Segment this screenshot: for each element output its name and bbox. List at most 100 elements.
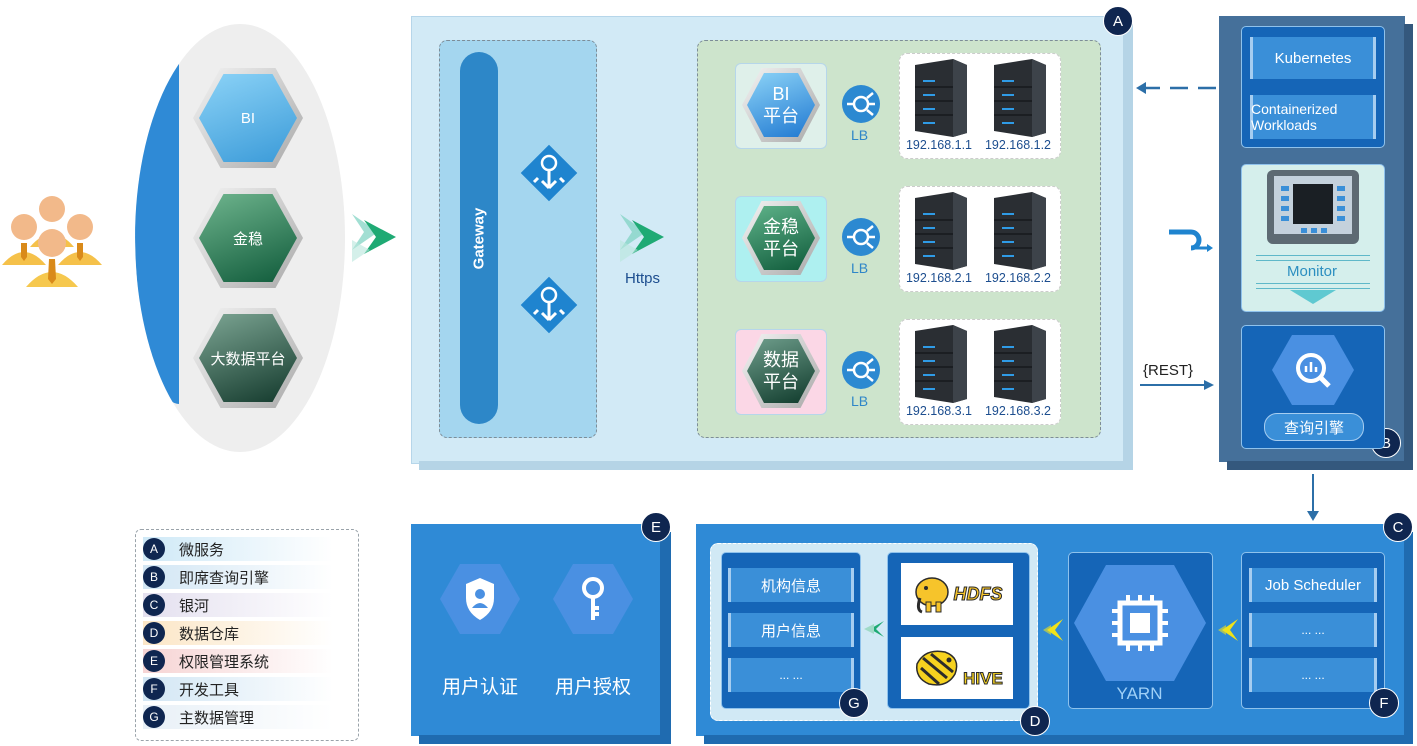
- hive-logo[interactable]: HIVE: [901, 637, 1013, 699]
- server-rack-icon[interactable]: [988, 57, 1050, 137]
- badge-f: F: [1369, 688, 1399, 718]
- lb-label: LB: [851, 127, 869, 143]
- yarn-label: YARN: [1116, 684, 1163, 703]
- legend-item: C 银河: [143, 593, 333, 617]
- green-left-chevron-icon: [864, 621, 884, 637]
- gateway-label: Gateway: [470, 207, 488, 269]
- dev-tools-item-2[interactable]: ... ...: [1249, 613, 1377, 647]
- monitor-caret-icon: [1290, 290, 1336, 304]
- server-rack-icon[interactable]: [909, 190, 971, 270]
- legend-key: E: [143, 650, 165, 672]
- bigquery-icon: [1272, 335, 1354, 405]
- load-balancer-icon[interactable]: [842, 85, 880, 123]
- badge-e: E: [641, 512, 671, 542]
- hive-bee-icon: [916, 650, 958, 686]
- legend-label: 权限管理系统: [179, 653, 270, 671]
- monitor-label: Monitor: [1286, 263, 1338, 280]
- master-item-org-label: 机构信息: [760, 577, 821, 595]
- platform-card[interactable]: 数据平台: [735, 329, 827, 415]
- master-item-org[interactable]: 机构信息: [728, 568, 854, 602]
- kubernetes-item[interactable]: Kubernetes: [1250, 37, 1376, 79]
- panel-e-shadow-right: [660, 532, 671, 744]
- server-ip-label: 192.168.3.1: [905, 404, 973, 418]
- down-arrow-icon: [1307, 474, 1319, 521]
- client-oval-accent: [135, 54, 179, 404]
- monitor-chip-icon: [1267, 170, 1359, 244]
- chevron-arrow-icon: [352, 214, 396, 262]
- server-ip-label: 192.168.1.2: [984, 138, 1052, 152]
- server-rack-icon[interactable]: [909, 323, 971, 403]
- panel-a-shadow-bottom: [419, 461, 1133, 470]
- legend-label: 微服务: [179, 541, 225, 559]
- server-rack-icon[interactable]: [988, 190, 1050, 270]
- server-ip-label: 192.168.3.2: [984, 404, 1052, 418]
- monitor-line-bottom: [1256, 283, 1370, 289]
- hex-bi[interactable]: BI: [193, 68, 303, 168]
- panel-a-shadow-right: [1123, 24, 1133, 470]
- legend-key: B: [143, 566, 165, 588]
- master-item-more[interactable]: ... ...: [728, 658, 854, 692]
- platform-label-line: 平台: [763, 106, 799, 126]
- dev-tools-item-2-label: ... ...: [1301, 623, 1325, 637]
- platform-label-line: 金稳: [763, 217, 799, 237]
- dev-tools-item-3[interactable]: ... ...: [1249, 658, 1377, 692]
- hex-jinwen[interactable]: 金稳: [193, 188, 303, 288]
- query-engine-text: 查询引擎: [1283, 419, 1344, 437]
- job-scheduler-label: Job Scheduler: [1265, 576, 1361, 594]
- rest-arrow-icon: [1140, 380, 1214, 390]
- platform-label-line: 数据: [763, 350, 799, 370]
- hdfs-logo[interactable]: HDFS: [901, 563, 1013, 625]
- load-balancer-icon[interactable]: [842, 218, 880, 256]
- load-balancer-icon[interactable]: [842, 351, 880, 389]
- legend-box: [135, 529, 359, 741]
- server-rack-icon[interactable]: [909, 57, 971, 137]
- legend-key: D: [143, 622, 165, 644]
- legend-key: A: [143, 538, 165, 560]
- master-item-user-label: 用户信息: [760, 622, 821, 640]
- panel-b-shadow-right: [1404, 24, 1413, 470]
- master-item-user[interactable]: 用户信息: [728, 613, 854, 647]
- user-authz-icon: [553, 564, 633, 634]
- hdfs-label: HDFS: [953, 583, 1003, 604]
- badge-g: G: [839, 688, 869, 718]
- master-item-more-label: ... ...: [779, 668, 803, 682]
- platform-label-line: 平台: [763, 239, 799, 259]
- badge-d: D: [1020, 706, 1050, 736]
- gateway-bar[interactable]: Gateway: [460, 52, 498, 424]
- dev-tools-item-3-label: ... ...: [1301, 668, 1325, 682]
- query-engine-label[interactable]: 查询引擎: [1264, 413, 1364, 441]
- hex-bigdata-label: 大数据平台: [210, 350, 286, 368]
- hdfs-elephant-icon: [914, 577, 949, 614]
- panel-e-permissions: [411, 524, 661, 736]
- job-scheduler-item[interactable]: Job Scheduler: [1249, 568, 1377, 602]
- https-label: Https: [625, 270, 661, 287]
- routing-node-icon-2: [520, 276, 578, 334]
- platform-card[interactable]: 金稳平台: [735, 196, 827, 282]
- panel-c-shadow: [704, 735, 1413, 744]
- legend-label: 开发工具: [179, 681, 240, 699]
- legend-key: C: [143, 594, 165, 616]
- legend-item: A 微服务: [143, 537, 333, 561]
- server-rack-icon[interactable]: [988, 323, 1050, 403]
- server-ip-label: 192.168.1.1: [905, 138, 973, 152]
- platform-label-line: BI: [772, 84, 790, 104]
- kubernetes-label: Kubernetes: [1274, 49, 1352, 67]
- legend-item: D 数据仓库: [143, 621, 333, 645]
- monitor-line-top: [1256, 255, 1370, 261]
- platform-hex: 数据平台: [742, 334, 820, 408]
- legend-key: G: [143, 706, 165, 728]
- hex-bigdata[interactable]: 大数据平台: [193, 308, 303, 408]
- workloads-label: Containerized Workloads: [1251, 101, 1338, 133]
- hex-jinwen-label: 金稳: [232, 230, 263, 248]
- rest-label: {REST}: [1143, 362, 1194, 379]
- yellow-chevron-icon-2: [1218, 619, 1238, 641]
- dashed-arrow-icon: [1136, 82, 1216, 94]
- hex-bi-label: BI: [240, 109, 256, 127]
- yellow-chevron-icon: [1043, 619, 1063, 641]
- legend-label: 银河: [179, 597, 210, 615]
- workloads-item[interactable]: Containerized Workloads: [1250, 95, 1376, 139]
- legend-label: 数据仓库: [179, 625, 240, 643]
